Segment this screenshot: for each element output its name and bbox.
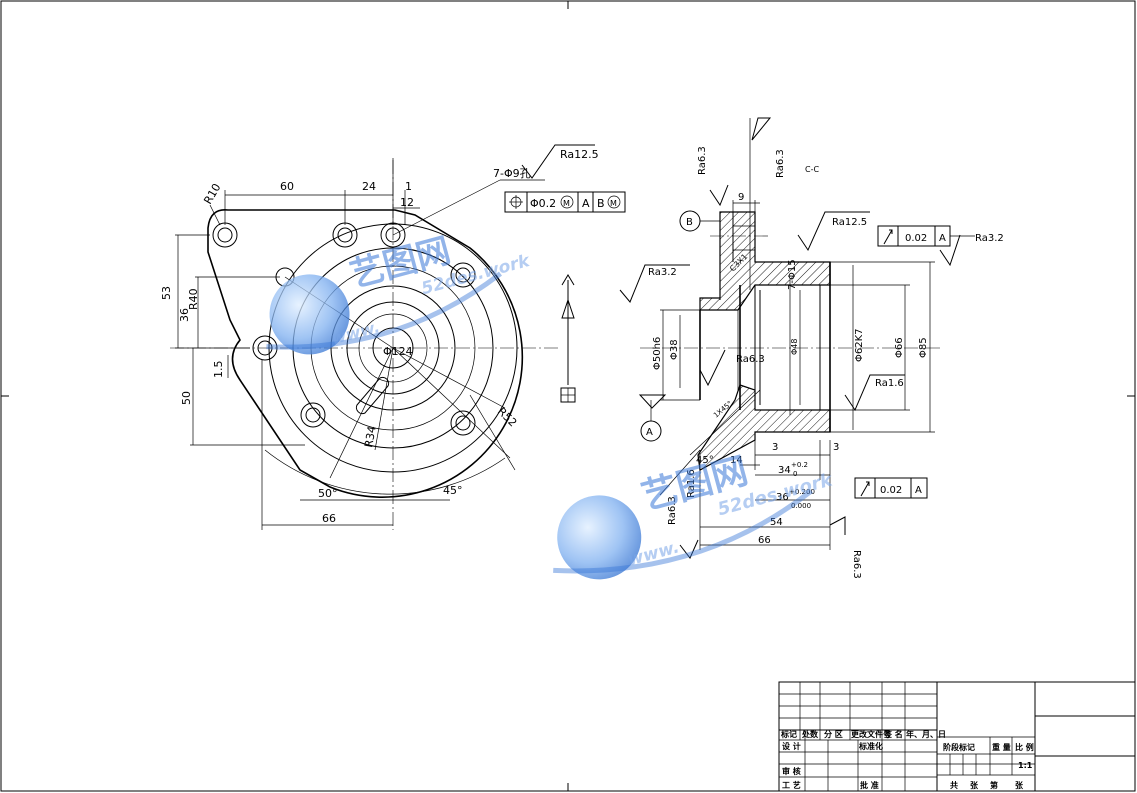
dim-1-5: 1.5 — [212, 361, 225, 379]
runout-2-value: 0.02 — [880, 485, 902, 496]
dim-34-tol-down: 0 — [793, 470, 797, 478]
tolerance-value: Φ0.2 — [530, 197, 556, 210]
ra12-5: Ra12.5 — [832, 217, 867, 228]
dim-r34: R34 — [362, 425, 379, 449]
globe-icon — [269, 274, 350, 355]
front-view — [170, 144, 626, 530]
label-scale: 比 例 — [1015, 742, 1034, 752]
label-weight: 重 量 — [992, 742, 1011, 752]
dim-36: 36 — [178, 308, 191, 322]
ra6-3-bottom: Ra6.3 — [851, 550, 862, 579]
tolerance-datum-a: A — [582, 197, 590, 210]
dim-24: 24 — [362, 180, 376, 193]
label-approve: 批 准 — [860, 780, 879, 790]
bolt-holes — [212, 222, 476, 436]
dim-34-tol-up: +0.2 — [791, 461, 808, 469]
section-view — [619, 117, 975, 559]
callout-b: B — [686, 217, 693, 228]
dim-66: 66 — [758, 535, 771, 546]
dim-66: 66 — [322, 512, 336, 525]
label-stage: 阶段标记 — [943, 742, 975, 752]
dim-14: 14 — [730, 455, 743, 466]
dim-r40: R40 — [187, 288, 200, 310]
view-arrow — [560, 274, 576, 403]
rev-header-zone: 分 区 — [824, 729, 843, 739]
scale-value: 1:1 — [1018, 761, 1033, 770]
ra3-2-right: Ra3.2 — [975, 233, 1004, 244]
roughness-ra12-5: Ra12.5 — [560, 148, 599, 161]
rev-header-sign: 签 名 — [883, 729, 903, 739]
dim-54: 54 — [770, 517, 783, 528]
sheets-zhang-2: 张 — [1015, 781, 1024, 790]
ra1-6-left: Ra1.6 — [686, 469, 697, 498]
dim-34: 34 — [778, 465, 791, 476]
dim-12: 12 — [400, 196, 414, 209]
dim-36-tol-up: +0.200 — [789, 488, 815, 496]
dim-60: 60 — [280, 180, 294, 193]
dim-r10: R10 — [201, 181, 223, 206]
dim-phi85: Φ85 — [918, 337, 929, 358]
dim-1: 1 — [405, 180, 412, 193]
dim-r52: R52 — [495, 405, 519, 429]
dim-phi48: Φ48 — [790, 339, 799, 355]
ra63-top: Ra6.3 — [697, 146, 708, 175]
runout-2-datum: A — [915, 485, 922, 496]
globe-icon — [557, 495, 642, 580]
dim-36: 36 — [776, 492, 789, 503]
ra63-top-2: Ra6.3 — [775, 149, 786, 178]
label-process: 工 艺 — [782, 780, 801, 790]
ra6-3-mid: Ra6.3 — [736, 354, 765, 365]
label-design: 设 计 — [782, 741, 801, 751]
tolerance-m1: M — [563, 199, 570, 208]
ra1-6-right: Ra1.6 — [875, 378, 904, 389]
dim-phi66: Φ66 — [894, 337, 905, 358]
dim-angle-50: 50° — [318, 487, 338, 500]
dim-angle-45: 45° — [443, 484, 463, 497]
runout-1-datum: A — [939, 233, 946, 244]
dim-3-right: 3 — [833, 442, 839, 453]
dim-53: 53 — [160, 286, 173, 300]
ra3-2-left: Ra3.2 — [648, 267, 677, 278]
dim-9: 9 — [738, 192, 744, 203]
section-label-c-c: C-C — [805, 165, 819, 174]
hole-note: 7-Φ9孔 — [493, 167, 531, 180]
rev-header-count: 处数 — [801, 729, 819, 739]
sheets-total: 共 — [950, 780, 958, 790]
dim-angle-45: 45° — [696, 455, 714, 466]
tolerance-datum-b: B — [597, 197, 605, 210]
sheets-no: 第 — [990, 780, 998, 790]
dim-phi62k7: Φ62K7 — [854, 328, 865, 362]
dim-phi38: Φ38 — [669, 339, 680, 360]
sheets-zhang: 张 — [970, 781, 979, 790]
label-review: 审 核 — [782, 766, 801, 776]
rev-header-doc: 更改文件号 — [851, 729, 891, 739]
tolerance-m2: M — [610, 199, 617, 208]
title-block: 标记 处数 分 区 更改文件号 签 名 年、月、日 设 计 标准化 审 核 工 … — [778, 681, 1136, 792]
dim-36-tol-down: 0.000 — [791, 502, 811, 510]
front-view-labels: 60 24 1 12 R10 53 36 R40 1.5 50 Φ124 R52… — [160, 148, 617, 525]
watermark-2: 艺图网 www. 52des.work — [553, 451, 835, 580]
rev-header-date: 年、月、日 — [906, 729, 946, 739]
dim-phi124: Φ124 — [383, 345, 413, 358]
ra6-3-left: Ra6.3 — [667, 496, 678, 525]
section-view-labels: C-C Ra6.3 Ra6.3 9 B Ra12.5 0.02 A Ra3.2 … — [646, 146, 1004, 579]
dim-7-phi15: 7-Φ15 — [787, 259, 798, 290]
rev-header-mark: 标记 — [780, 729, 797, 739]
dim-50: 50 — [180, 391, 193, 405]
dim-3: 3 — [772, 442, 778, 453]
callout-a: A — [646, 427, 653, 438]
runout-1-value: 0.02 — [905, 233, 927, 244]
label-standardization: 标准化 — [858, 741, 883, 751]
dim-phi50h6: Φ50h6 — [652, 337, 663, 370]
